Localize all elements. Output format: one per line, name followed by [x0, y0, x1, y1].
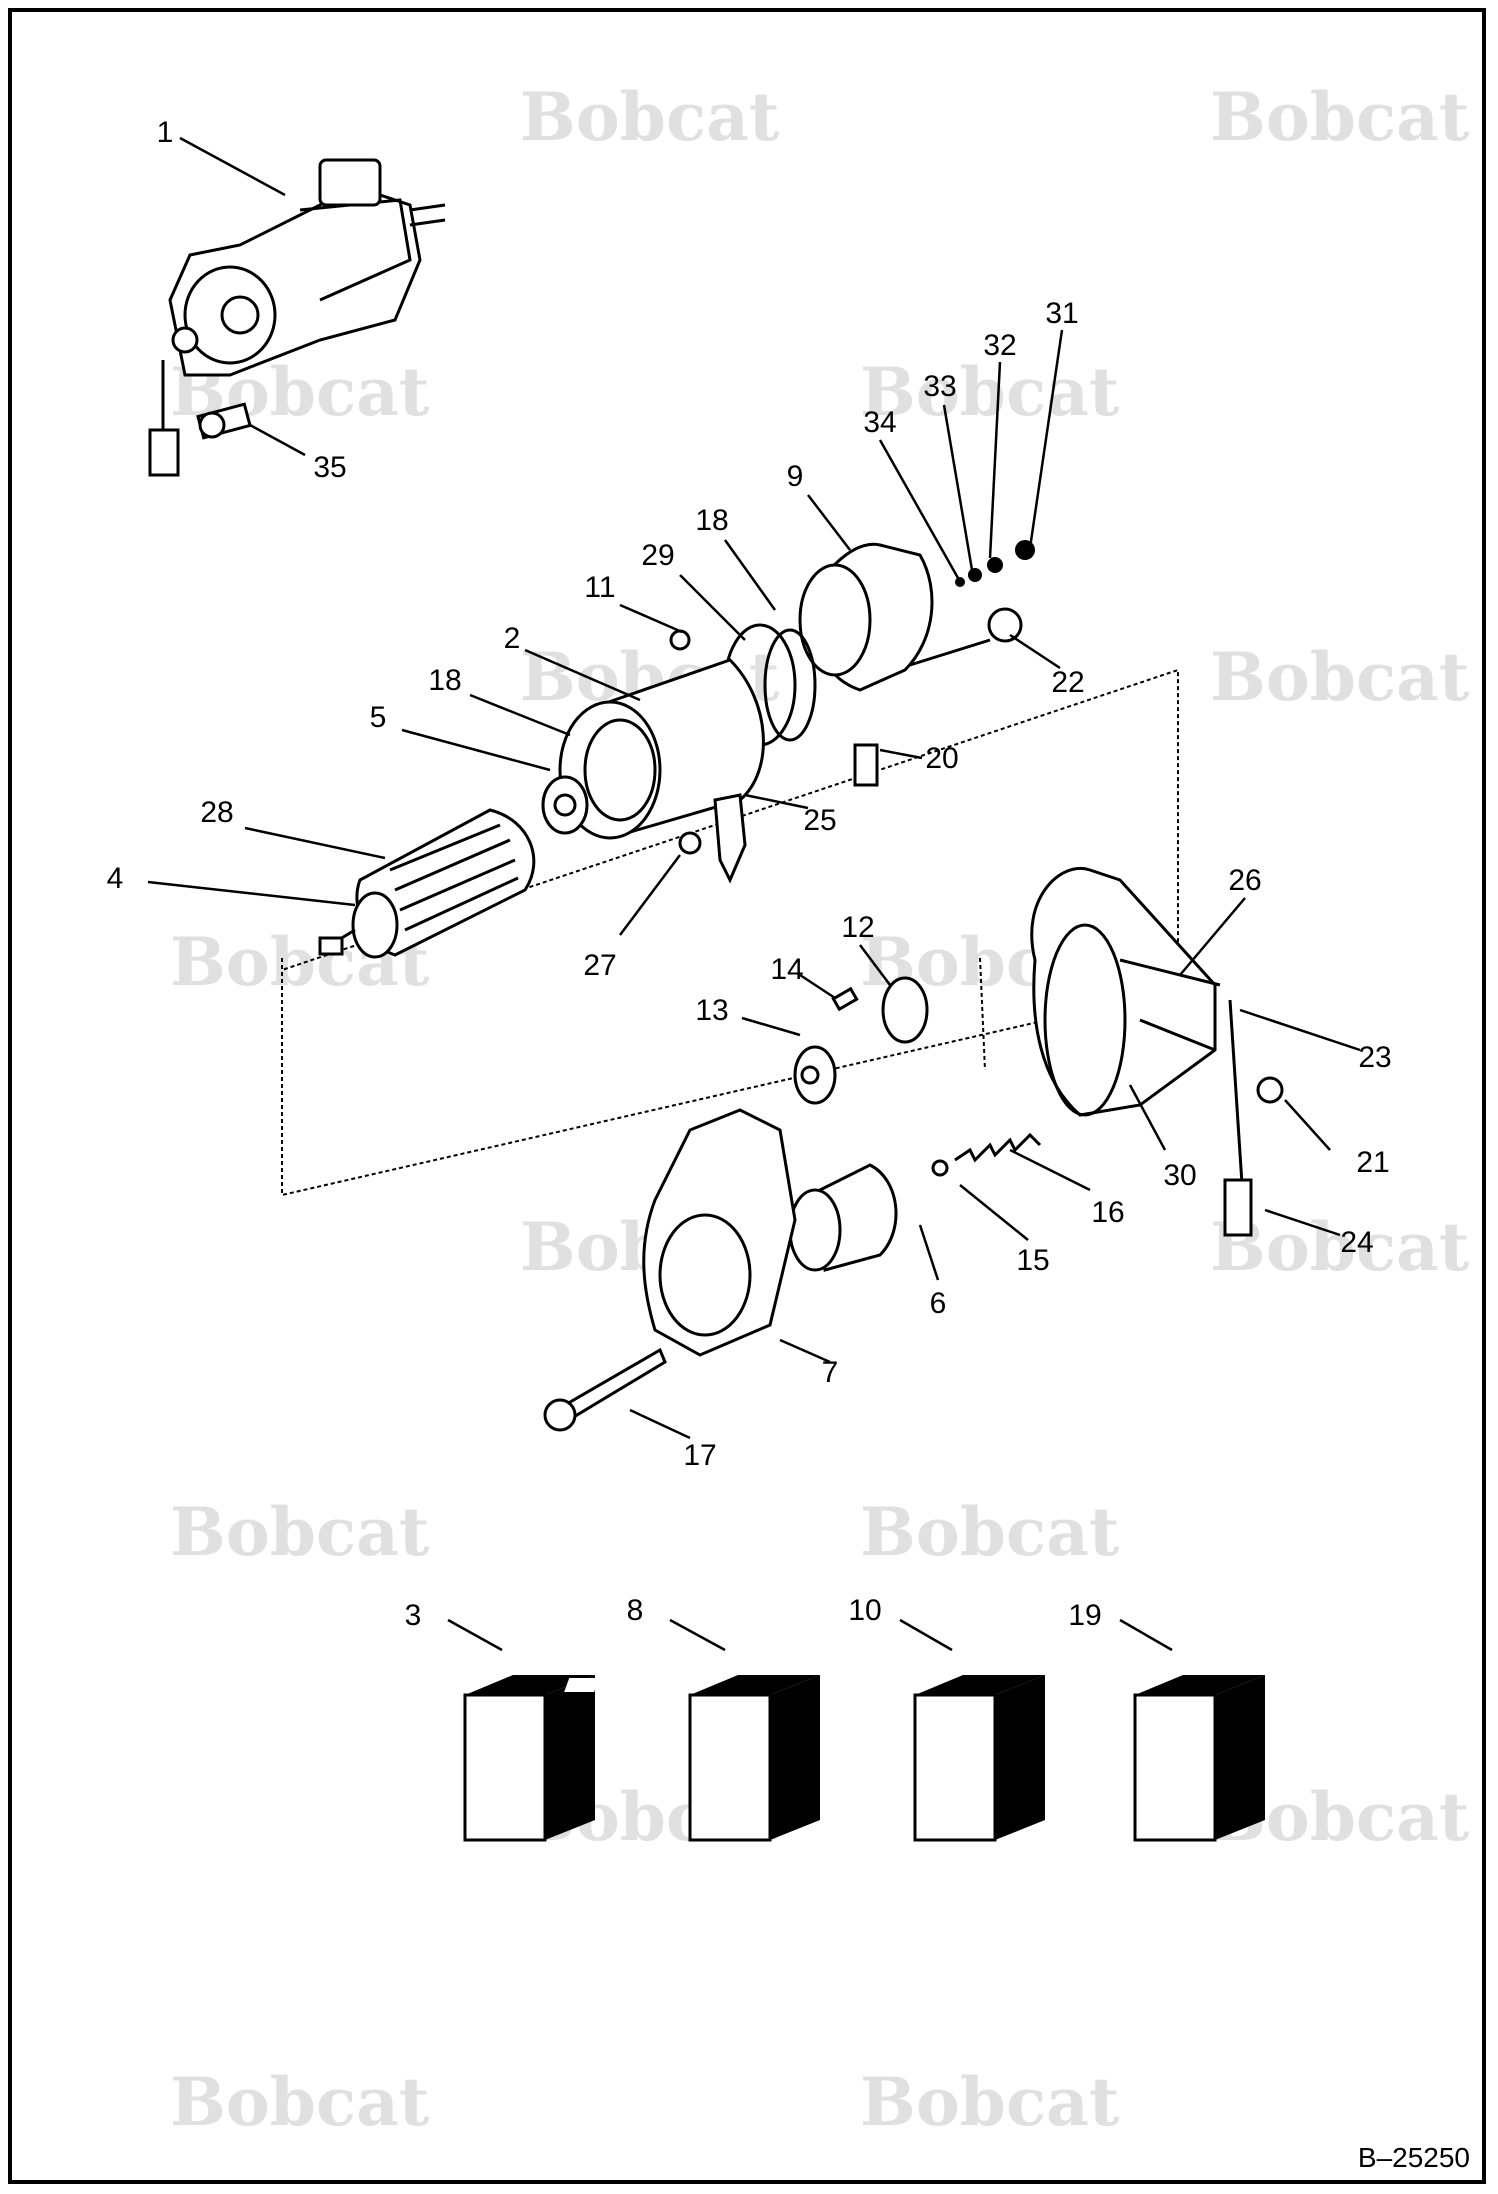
drawing-reference-number: B–25250	[1357, 2142, 1470, 2173]
callout-number: 30	[1163, 1159, 1196, 1192]
callout-number: 28	[200, 796, 233, 829]
assembly-outline	[281, 668, 1179, 1197]
watermark-text: Bobcat	[860, 1493, 1120, 1571]
shift-lever-part	[678, 743, 879, 884]
watermark-text: Bobcat	[1210, 78, 1470, 156]
watermark-text: Bobcat	[170, 1493, 430, 1571]
through-bolt-part	[543, 1347, 667, 1432]
callout-labels: 1353132333491829112221852025284272612141…	[107, 116, 1392, 1632]
callout-number: 1	[157, 116, 174, 149]
kit-boxes	[119, 1675, 1265, 1842]
spring-part	[931, 1132, 1042, 1177]
pinion-gear-parts	[793, 976, 929, 1105]
starter-assembly-part	[148, 158, 446, 477]
front-bracket-part	[642, 1108, 797, 1357]
callout-number: 3	[405, 1599, 422, 1632]
solenoid-housing-part	[1030, 867, 1284, 1237]
callout-number: 13	[695, 994, 728, 1027]
overrunning-clutch-part	[788, 1163, 898, 1272]
watermark-text: Bobcat	[860, 353, 1120, 431]
callout-number: 17	[683, 1439, 716, 1472]
callout-number: 27	[583, 949, 616, 982]
kit-box	[564, 1675, 1265, 1842]
watermark-text: Bobcat	[170, 2063, 430, 2141]
callout-number: 16	[1091, 1196, 1124, 1229]
callout-number: 5	[370, 701, 387, 734]
callout-number: 21	[1356, 1146, 1389, 1179]
leader-lines	[147, 136, 1361, 1652]
watermark-text: Bobcat	[860, 2063, 1120, 2141]
watermark-text: Bobcat	[1210, 638, 1470, 716]
callout-number: 15	[1016, 1244, 1049, 1277]
callout-number: 34	[863, 406, 896, 439]
callout-number: 35	[313, 451, 346, 484]
kit-box	[119, 1675, 820, 1842]
callout-number: 19	[1068, 1599, 1101, 1632]
end-cover-part	[798, 542, 1023, 692]
bearing-part-5	[541, 775, 589, 835]
callout-number: 7	[822, 1356, 839, 1389]
callout-number: 4	[107, 862, 124, 895]
callout-number: 26	[1228, 864, 1261, 897]
callout-number: 11	[584, 571, 615, 604]
kit-box	[463, 1675, 595, 1842]
callout-number: 6	[930, 1287, 947, 1320]
callout-number: 20	[925, 742, 958, 775]
bolt-part-35	[196, 402, 252, 440]
callout-number: 18	[428, 664, 461, 697]
callout-number: 31	[1045, 297, 1078, 330]
callout-number: 18	[695, 504, 728, 537]
armature-part	[318, 808, 536, 959]
callout-number: 33	[923, 370, 956, 403]
callout-number: 14	[770, 953, 803, 986]
kit-box	[344, 1675, 1045, 1842]
callout-number: 2	[504, 622, 521, 655]
callout-number: 12	[841, 911, 874, 944]
callout-number: 22	[1051, 666, 1084, 699]
callout-number: 10	[848, 1594, 881, 1627]
callout-number: 23	[1358, 1041, 1391, 1074]
callout-number: 24	[1340, 1226, 1373, 1259]
callout-number: 9	[787, 460, 804, 493]
callout-number: 8	[627, 1594, 644, 1627]
callout-number: 29	[641, 539, 674, 572]
watermark-text: Bobcat	[520, 78, 780, 156]
callout-number: 25	[803, 804, 836, 837]
watermark-text: Bobcat	[1210, 1208, 1470, 1286]
sheet-border	[8, 8, 1486, 2184]
callout-number: 32	[983, 329, 1016, 362]
